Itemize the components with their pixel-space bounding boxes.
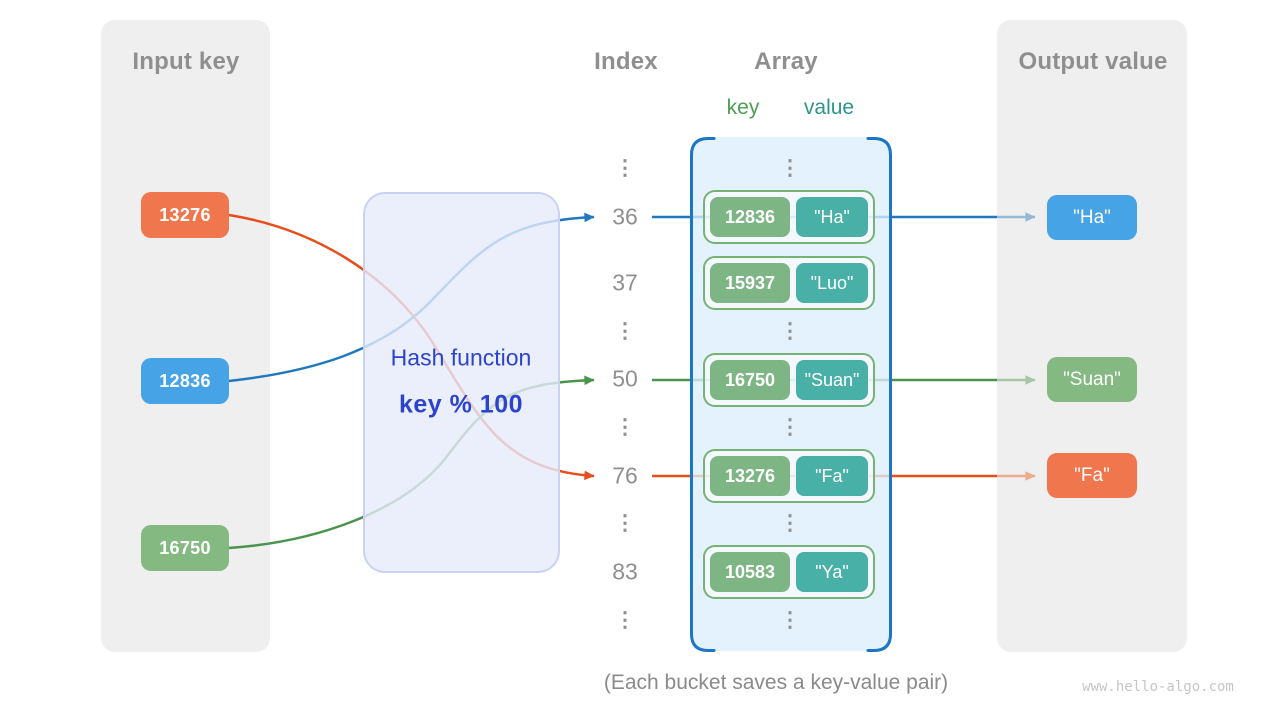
bucket-value: "Fa" — [796, 456, 868, 496]
bucket-index37: 15937 "Luo" — [703, 256, 875, 310]
input-key-title: Input key — [132, 48, 240, 75]
bucket-key: 10583 — [710, 552, 790, 592]
hash-function-formula: key % 100 — [398, 390, 524, 419]
index-ellipsis: ⋮ — [614, 319, 636, 343]
index-value-50: 50 — [612, 365, 638, 392]
index-ellipsis: ⋮ — [614, 415, 636, 439]
bucket-key: 13276 — [710, 456, 790, 496]
output-value-suan: "Suan" — [1047, 357, 1137, 402]
input-key-12836: 12836 — [141, 358, 229, 404]
array-ellipsis: ⋮ — [779, 415, 801, 439]
bucket-value: "Ha" — [796, 197, 868, 237]
array-ellipsis: ⋮ — [779, 319, 801, 343]
array-title: Array — [754, 48, 818, 75]
bucket-index83: 10583 "Ya" — [703, 545, 875, 599]
watermark: www.hello-algo.com — [1082, 679, 1234, 695]
bucket-key: 16750 — [710, 360, 790, 400]
key-column-header: key — [726, 96, 760, 119]
caption: (Each bucket saves a key-value pair) — [603, 671, 949, 694]
hash-function-label: Hash function — [390, 344, 532, 371]
index-title: Index — [594, 48, 658, 75]
output-value-panel — [997, 20, 1187, 652]
array-ellipsis: ⋮ — [779, 511, 801, 535]
index-value-76: 76 — [612, 462, 638, 489]
bucket-index36: 12836 "Ha" — [703, 190, 875, 244]
bucket-value: "Luo" — [796, 263, 868, 303]
bucket-value: "Suan" — [796, 360, 868, 400]
value-column-header: value — [803, 96, 855, 119]
bucket-value: "Ya" — [796, 552, 868, 592]
index-ellipsis: ⋮ — [614, 156, 636, 180]
index-value-36: 36 — [612, 203, 638, 230]
index-value-37: 37 — [612, 269, 638, 296]
index-ellipsis: ⋮ — [614, 608, 636, 632]
hash-function-box — [363, 192, 560, 573]
bucket-key: 15937 — [710, 263, 790, 303]
array-ellipsis: ⋮ — [779, 156, 801, 180]
input-key-13276: 13276 — [141, 192, 229, 238]
output-value-ha: "Ha" — [1047, 195, 1137, 240]
output-value-fa: "Fa" — [1047, 453, 1137, 498]
bucket-index50: 16750 "Suan" — [703, 353, 875, 407]
output-value-title: Output value — [1018, 48, 1168, 75]
bucket-key: 12836 — [710, 197, 790, 237]
input-key-16750: 16750 — [141, 525, 229, 571]
index-value-83: 83 — [612, 558, 638, 585]
index-ellipsis: ⋮ — [614, 511, 636, 535]
bucket-index76: 13276 "Fa" — [703, 449, 875, 503]
array-ellipsis: ⋮ — [779, 608, 801, 632]
